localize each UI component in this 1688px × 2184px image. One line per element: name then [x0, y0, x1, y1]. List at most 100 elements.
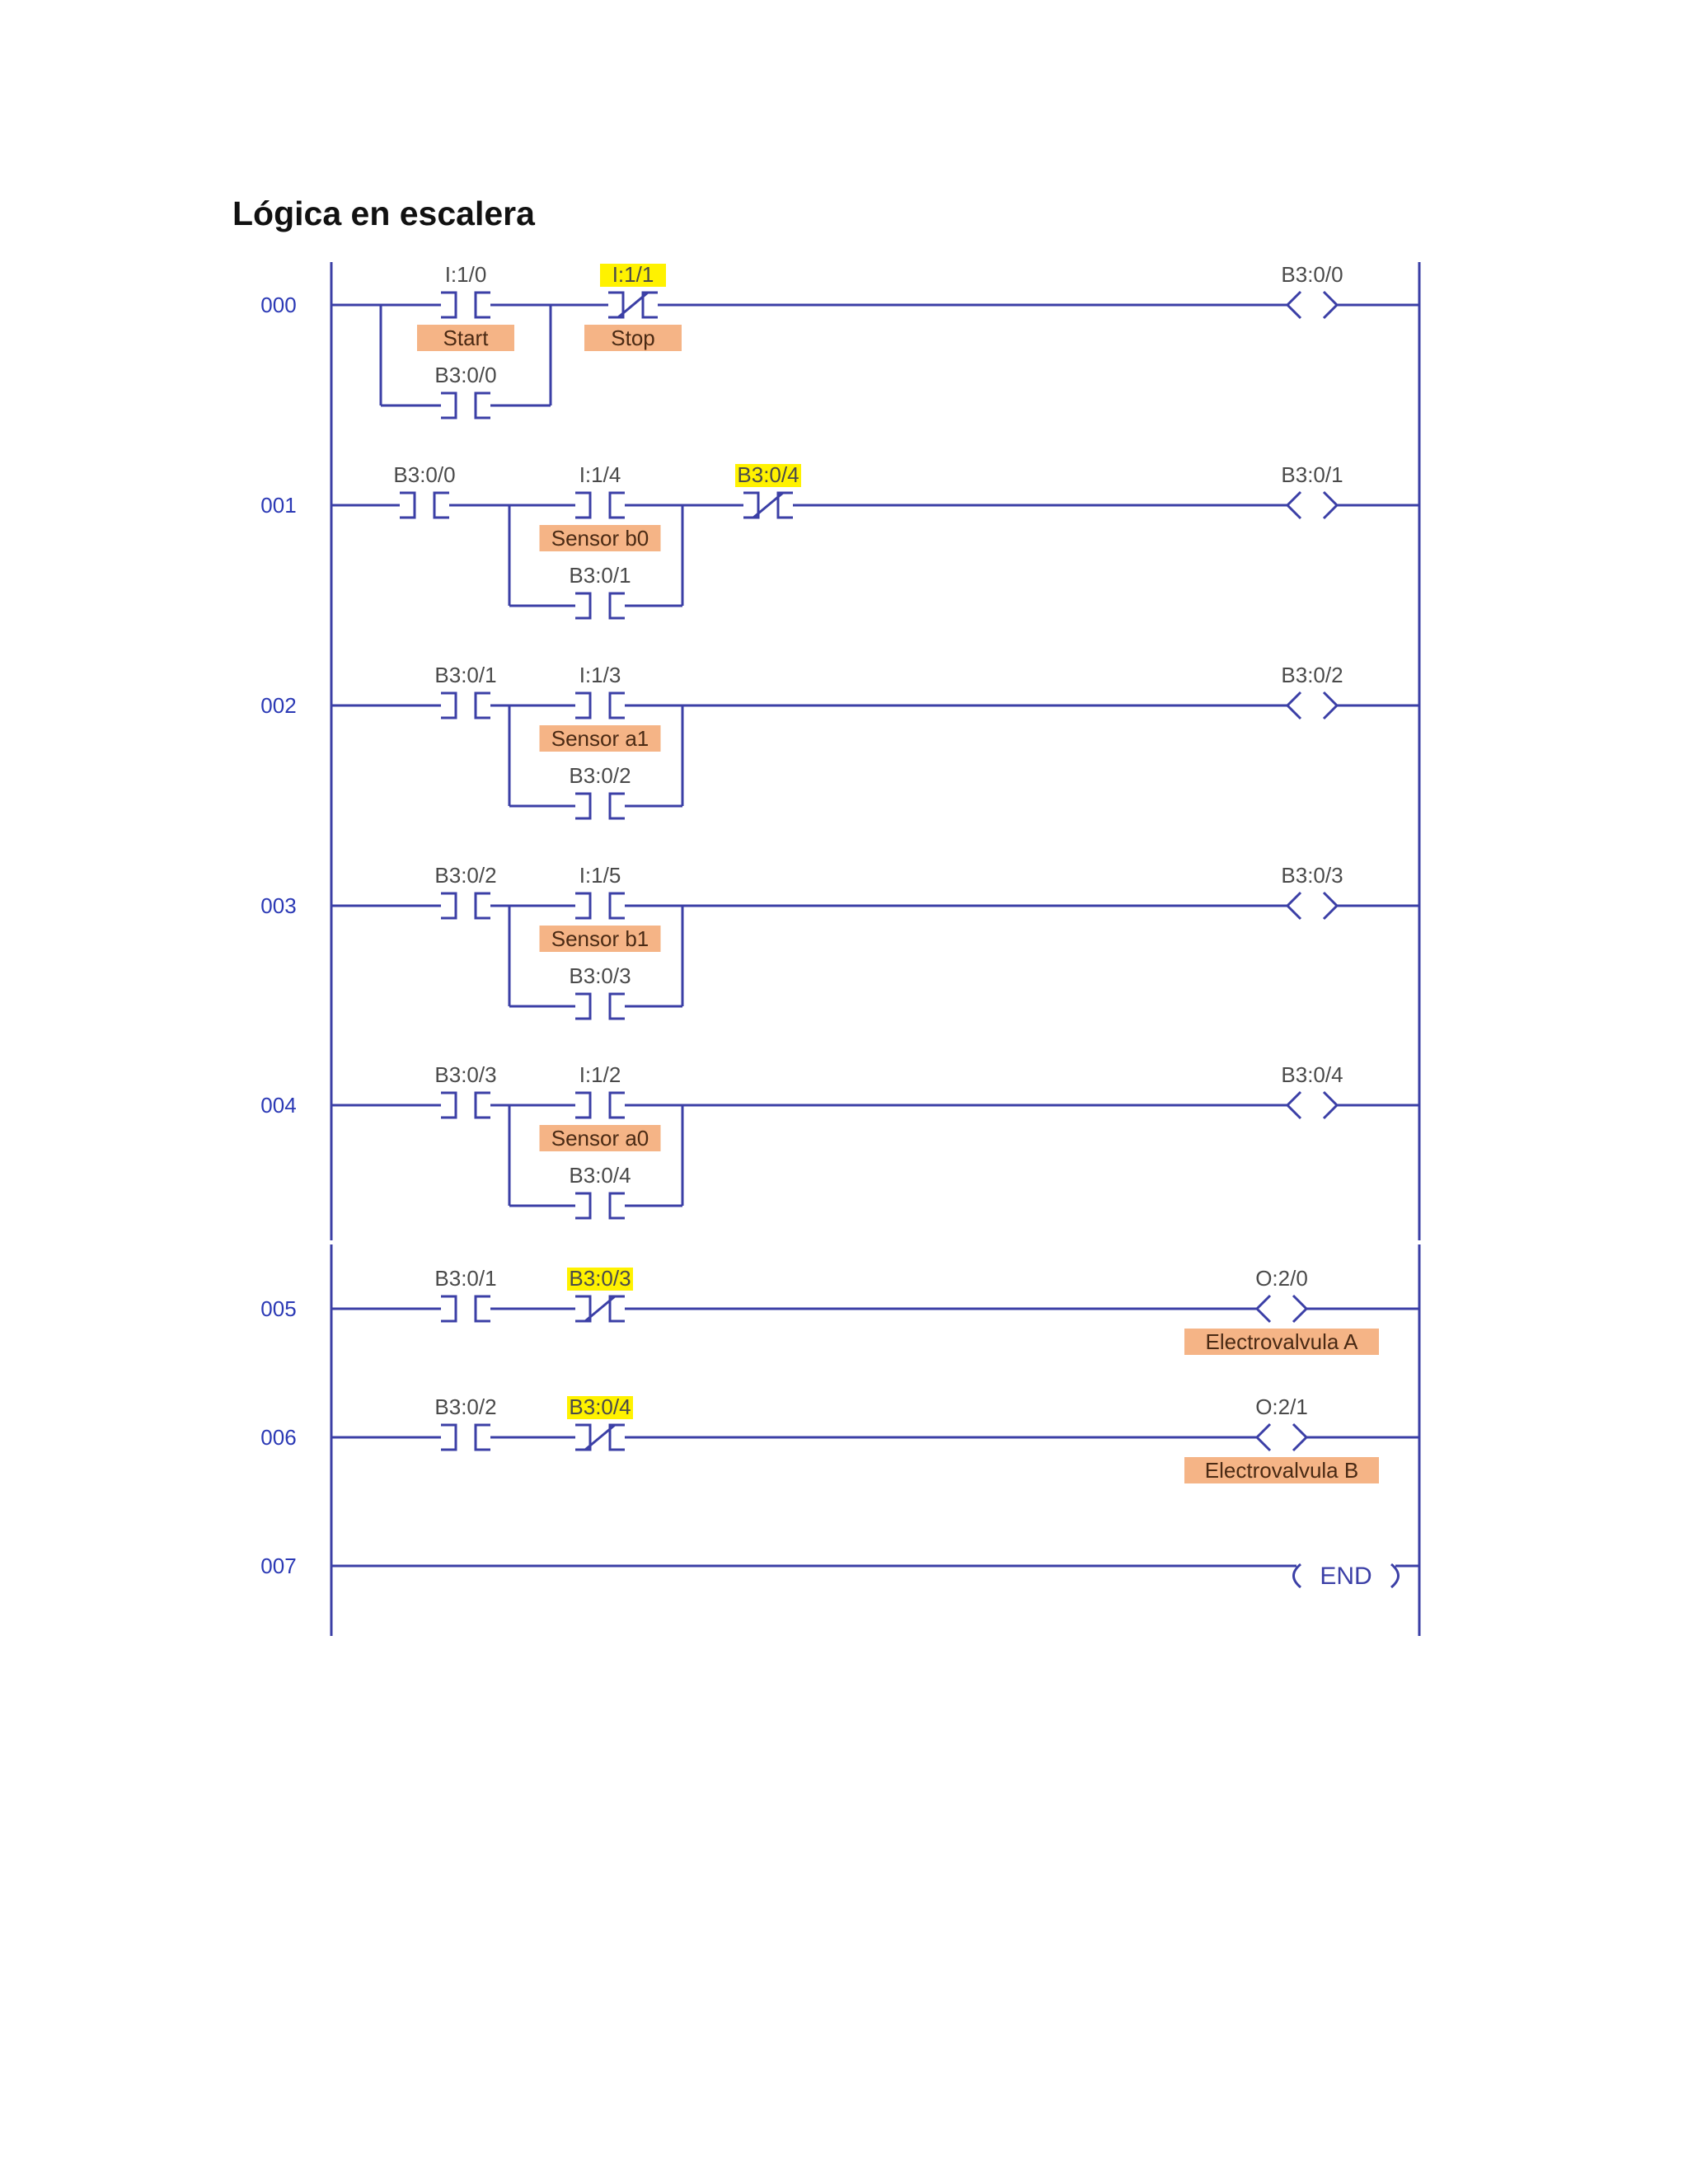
rung-number: 007 [260, 1554, 296, 1578]
contact-bracket [575, 892, 625, 920]
contact-bracket [441, 1423, 490, 1451]
coil-address: B3:0/2 [1281, 663, 1343, 687]
rung-number: 002 [260, 693, 296, 718]
nc-slash [753, 491, 784, 519]
no-contact[interactable]: B3:0/0 [393, 462, 456, 519]
contact-bracket [575, 792, 625, 820]
end-bracket [1292, 1563, 1400, 1589]
nc-contact[interactable]: B3:0/4 [735, 462, 801, 519]
description-box [1184, 1329, 1379, 1355]
contact-description: Sensor b0 [551, 526, 649, 551]
contact-address: B3:0/4 [569, 1394, 631, 1419]
no-contact[interactable]: B3:0/3 [434, 1062, 497, 1119]
no-contact[interactable]: B3:0/1 [434, 663, 497, 719]
contact-address: I:1/0 [445, 262, 487, 287]
description-box [539, 1125, 661, 1151]
coil-address: B3:0/3 [1281, 863, 1343, 888]
contact-address: B3:0/4 [569, 1163, 631, 1188]
description-box [539, 926, 661, 952]
contact-address: I:1/5 [579, 863, 621, 888]
contact-address: B3:0/0 [393, 462, 455, 487]
contact-address: B3:0/3 [434, 1062, 496, 1087]
end-label: END [1320, 1563, 1372, 1590]
coil-description: Electrovalvula A [1206, 1329, 1359, 1354]
contact-bracket [575, 1295, 625, 1323]
output-coil[interactable]: B3:0/1 [1281, 462, 1343, 520]
contact-address: B3:0/4 [737, 462, 799, 487]
contact-address: B3:0/1 [434, 663, 496, 687]
contact-bracket [575, 491, 625, 519]
contact-bracket [608, 291, 658, 319]
output-coil[interactable]: B3:0/0 [1281, 262, 1343, 320]
no-contact[interactable]: B3:0/1 [569, 563, 631, 620]
no-contact[interactable]: B3:0/2 [434, 1394, 497, 1451]
coil-address: B3:0/1 [1281, 462, 1343, 487]
nc-contact[interactable]: B3:0/3 [567, 1266, 633, 1323]
contact-address: B3:0/1 [569, 563, 631, 588]
contact-bracket [441, 291, 490, 319]
coil-symbol [1285, 1090, 1339, 1120]
coil-description: Electrovalvula B [1205, 1458, 1358, 1483]
rung-number: 001 [260, 493, 296, 518]
contact-description: Start [443, 326, 490, 350]
contact-bracket [441, 691, 490, 719]
contact-description: Sensor b1 [551, 926, 649, 951]
no-contact[interactable]: B3:0/2 [569, 763, 631, 820]
contact-address: I:1/3 [579, 663, 621, 687]
address-highlight [600, 264, 666, 287]
no-contact[interactable]: B3:0/4 [569, 1163, 631, 1220]
rung-number: 003 [260, 893, 296, 918]
output-coil[interactable]: B3:0/2 [1281, 663, 1343, 720]
rung-007: 007 END [260, 1554, 1419, 1590]
contact-description: Stop [611, 326, 655, 350]
contact-bracket [575, 1091, 625, 1119]
description-box [539, 525, 661, 551]
contact-address: I:1/1 [612, 262, 654, 287]
rung-number: 006 [260, 1425, 296, 1450]
contact-address: B3:0/3 [569, 963, 631, 988]
coil-symbol [1285, 691, 1339, 720]
no-contact[interactable]: B3:0/3 [569, 963, 631, 1020]
page-title: Lógica en escalera [232, 194, 535, 232]
no-contact[interactable]: B3:0/0 [434, 363, 497, 419]
coil-symbol [1285, 290, 1339, 320]
description-box [539, 725, 661, 752]
coil-address: O:2/0 [1255, 1266, 1308, 1291]
rung-number: 000 [260, 293, 296, 317]
output-coil[interactable]: B3:0/3 [1281, 863, 1343, 921]
no-contact[interactable]: B3:0/2 [434, 863, 497, 920]
contact-address: I:1/4 [579, 462, 621, 487]
no-contact[interactable]: B3:0/1 [434, 1266, 497, 1323]
coil-symbol [1285, 490, 1339, 520]
end-instruction[interactable]: END [1292, 1563, 1400, 1590]
contact-address: B3:0/3 [569, 1266, 631, 1291]
contact-bracket [441, 1091, 490, 1119]
output-coil[interactable]: B3:0/4 [1281, 1062, 1343, 1120]
contact-bracket [400, 491, 449, 519]
rung-number: 005 [260, 1296, 296, 1321]
contact-bracket [575, 1192, 625, 1220]
contact-address: B3:0/2 [569, 763, 631, 788]
nc-slash [584, 1295, 616, 1323]
coil-symbol [1254, 1422, 1309, 1452]
contact-bracket [575, 992, 625, 1020]
contact-bracket [441, 892, 490, 920]
contact-bracket [575, 592, 625, 620]
description-box [417, 325, 514, 351]
nc-contact[interactable]: B3:0/4 [567, 1394, 633, 1451]
